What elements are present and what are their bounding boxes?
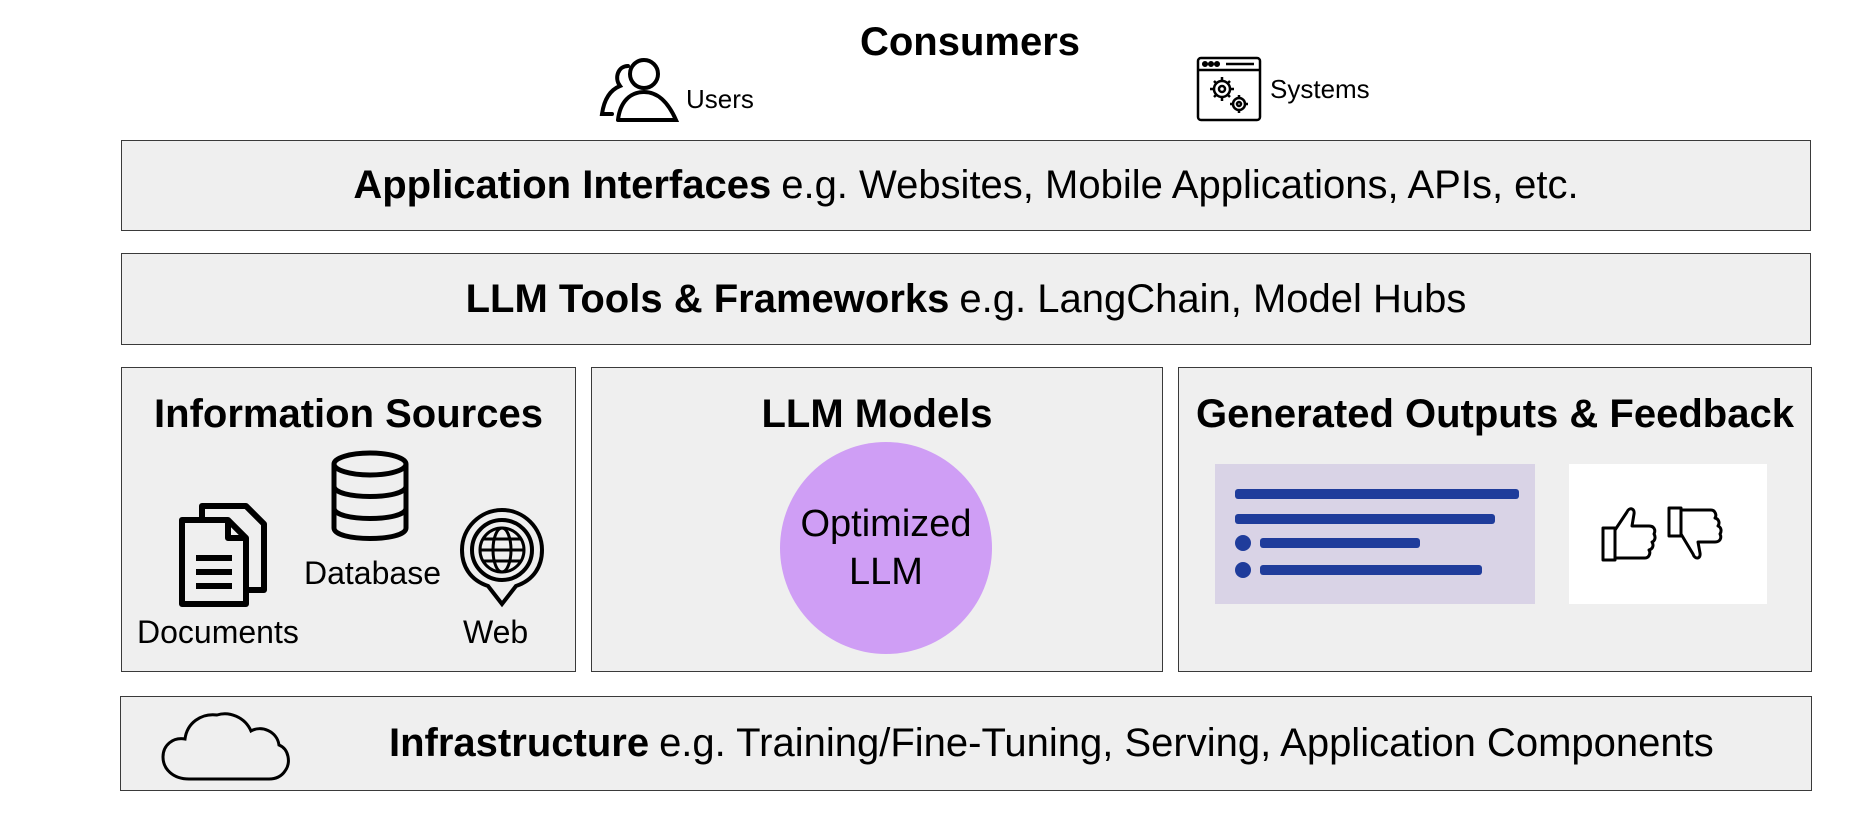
bullet-dot <box>1235 562 1251 578</box>
information-sources-panel: Information Sources Documents Database <box>121 367 576 672</box>
documents-label: Documents <box>137 614 299 650</box>
systems-label: Systems <box>1270 74 1370 104</box>
thumbs-down-icon[interactable] <box>1667 504 1723 564</box>
optimized-llm-circle: Optimized LLM <box>780 442 992 654</box>
infrastructure-title: Infrastructure <box>389 720 650 765</box>
feedback-panel <box>1569 464 1767 604</box>
text-line <box>1235 489 1519 499</box>
cloud-icon <box>161 709 291 781</box>
information-sources-title: Information Sources <box>154 392 543 436</box>
generated-outputs-title: Generated Outputs & Feedback <box>1196 392 1794 436</box>
database-icon <box>330 450 410 542</box>
bullet-dot <box>1235 535 1251 551</box>
llm-models-panel: LLM Models Optimized LLM <box>591 367 1163 672</box>
document-icon <box>178 502 268 608</box>
database-label: Database <box>304 555 441 591</box>
text-line <box>1260 565 1482 575</box>
consumers-title: Consumers <box>859 20 1081 64</box>
web-label: Web <box>463 614 529 650</box>
llm-tools-detail: e.g. LangChain, Model Hubs <box>959 276 1467 321</box>
optimized-llm-line2: LLM <box>849 551 923 593</box>
users-label: Users <box>686 84 754 114</box>
system-settings-window-icon <box>1196 56 1262 122</box>
generated-text-panel <box>1215 464 1535 604</box>
thumbs-up-icon[interactable] <box>1601 504 1657 564</box>
text-line <box>1260 538 1420 548</box>
users-icon <box>598 56 682 124</box>
llm-models-title: LLM Models <box>761 392 993 436</box>
generated-outputs-panel: Generated Outputs & Feedback <box>1178 367 1812 672</box>
globe-pin-icon <box>460 508 544 608</box>
application-interfaces-detail: e.g. Websites, Mobile Applications, APIs… <box>781 163 1579 207</box>
llm-tools-title: LLM Tools & Frameworks <box>465 276 950 321</box>
infrastructure-detail: e.g. Training/Fine-Tuning, Serving, Appl… <box>659 720 1714 765</box>
text-line <box>1235 514 1495 524</box>
application-interfaces-title: Application Interfaces <box>353 163 772 207</box>
optimized-llm-line1: Optimized <box>800 503 972 545</box>
